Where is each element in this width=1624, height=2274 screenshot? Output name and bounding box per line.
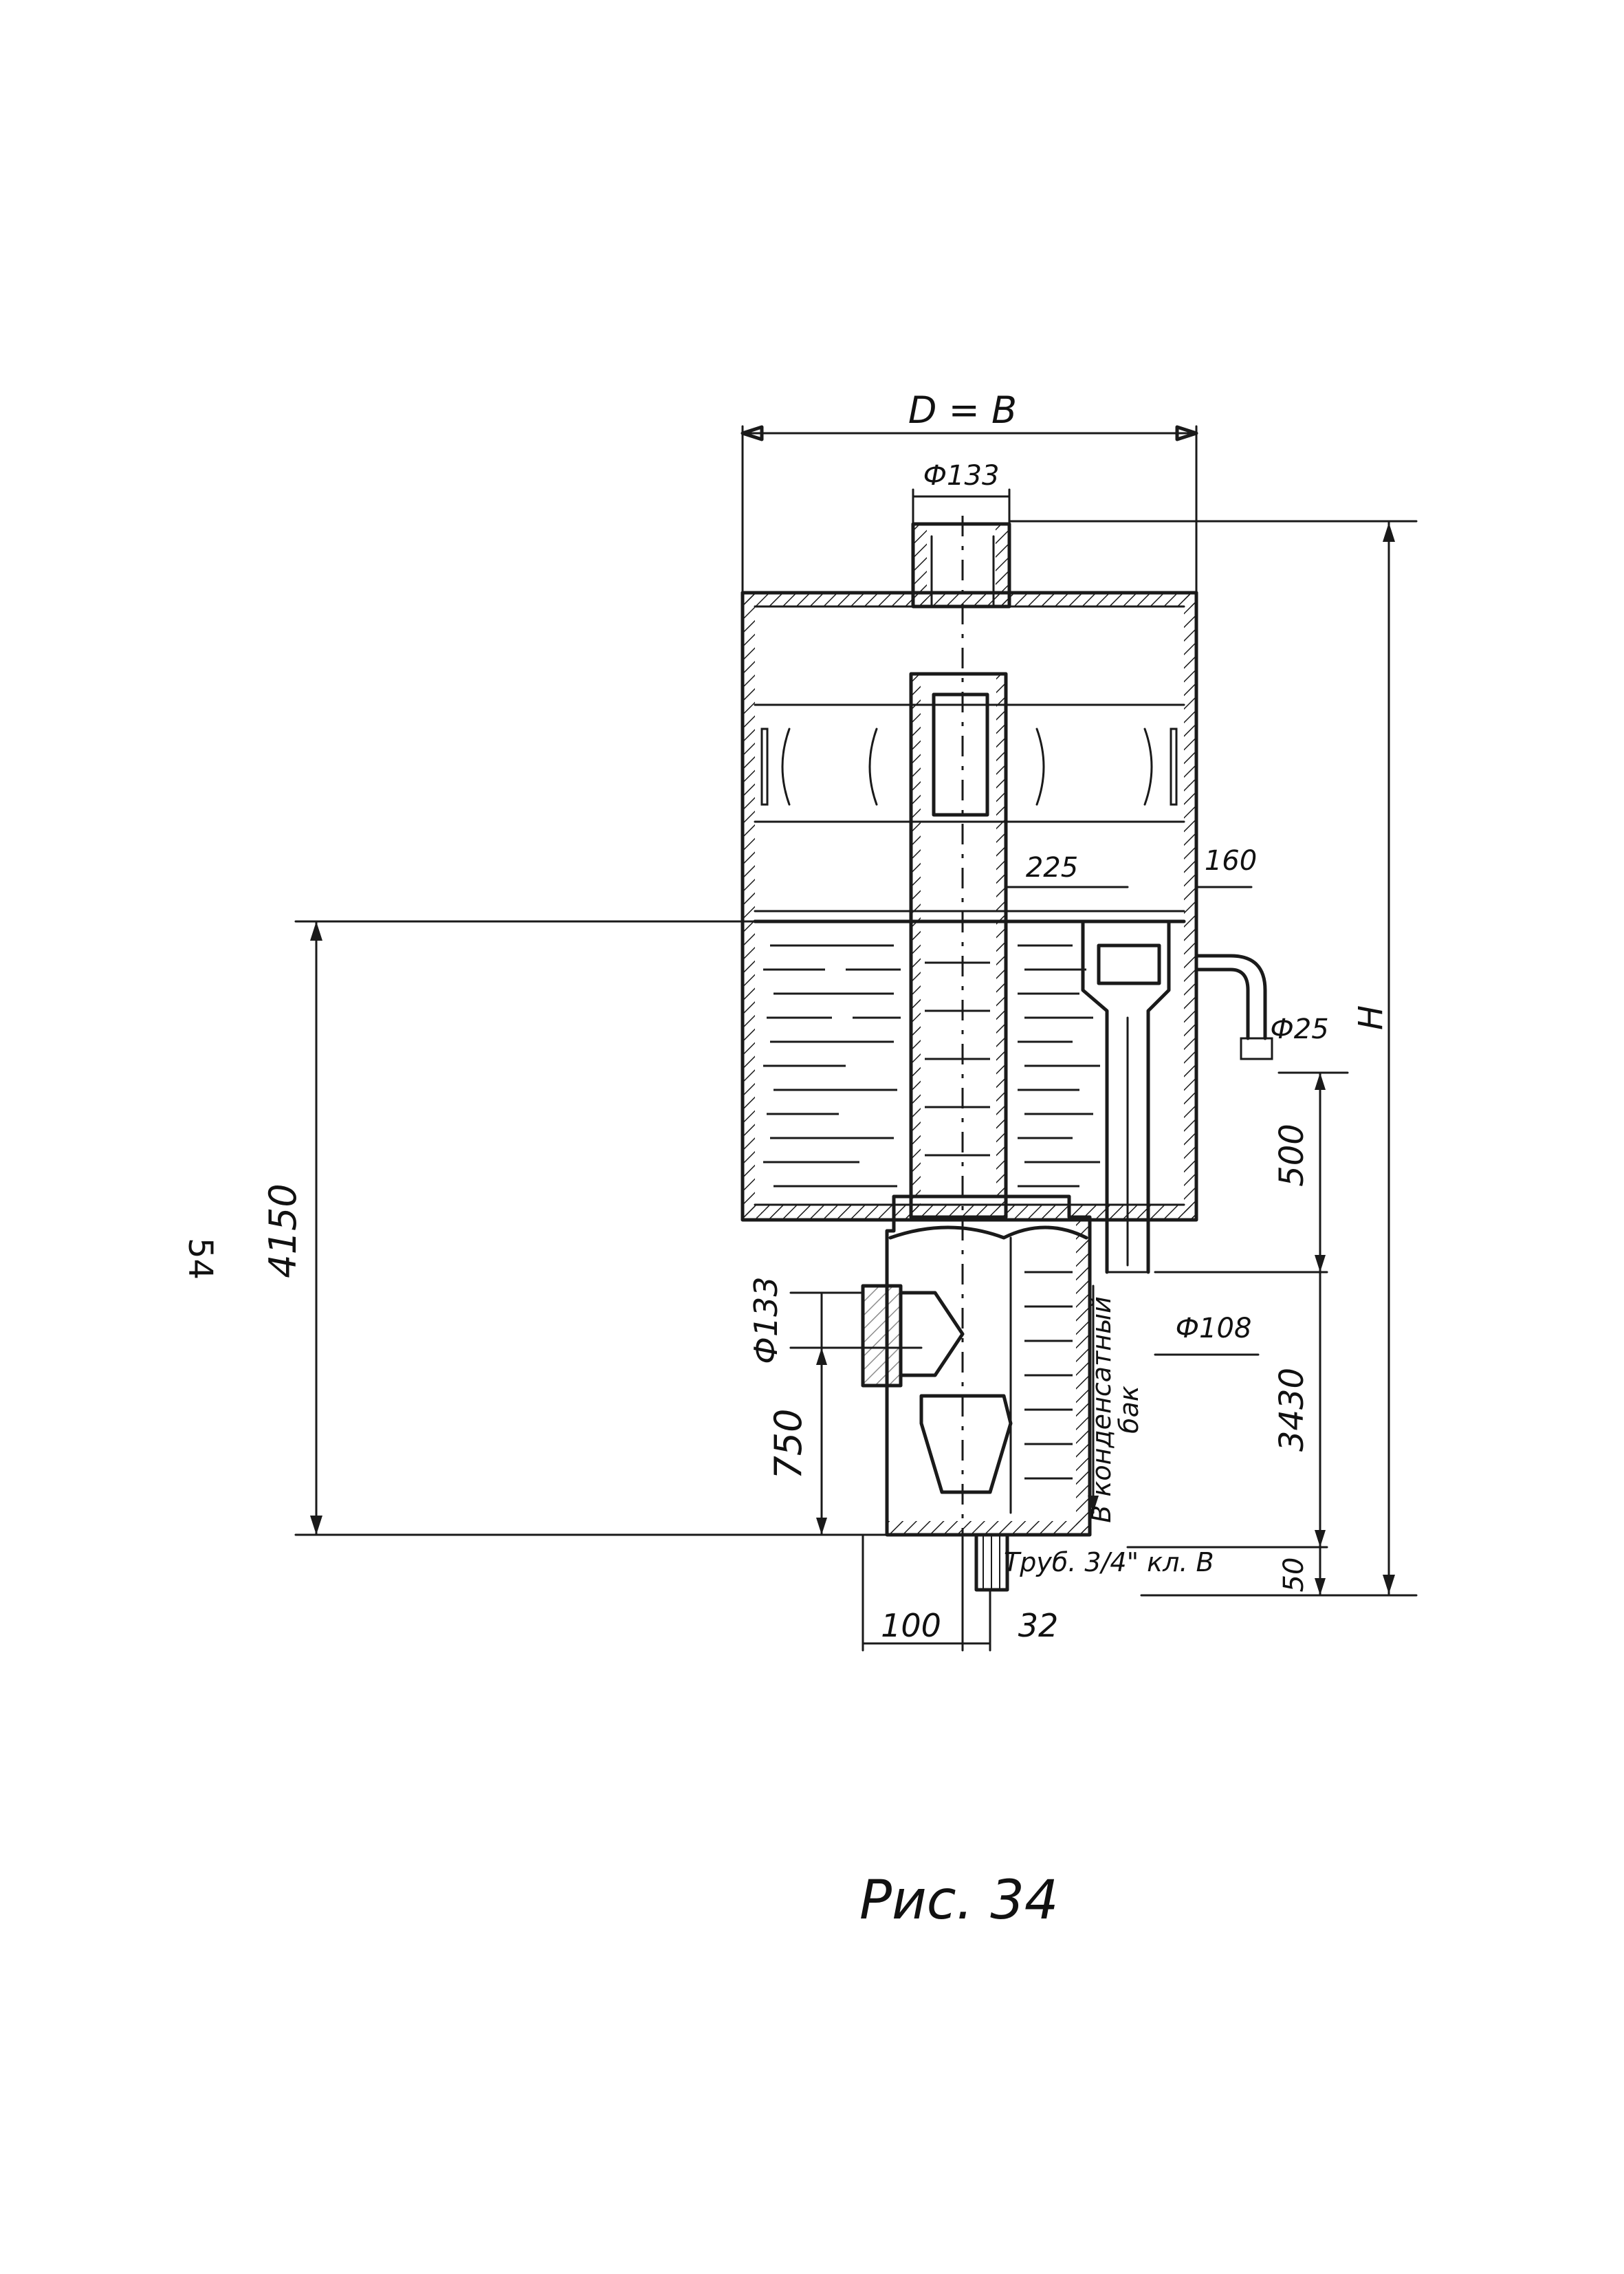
- dim-225: 225: [1026, 852, 1078, 884]
- top-nozzle: [911, 522, 1011, 609]
- figure-caption: Рис. 34: [859, 1870, 1058, 1932]
- note-drain-pipe: Труб. 3/4" кл. В: [1004, 1547, 1214, 1577]
- side-outlet-bend: [1194, 954, 1273, 1060]
- note-condensate-line1: В конденсатный: [1086, 1296, 1117, 1523]
- vessel-body: [740, 591, 1198, 1222]
- dim-160: 160: [1205, 845, 1257, 877]
- baffles: [760, 728, 1178, 806]
- dim-d-eq-b: D = B: [908, 389, 1017, 432]
- dim-750: 750: [767, 1408, 810, 1479]
- dim-100: 100: [881, 1607, 941, 1644]
- page-number: 54: [181, 1238, 219, 1280]
- dim-phi133-side: Ф133: [747, 1276, 784, 1364]
- dim-phi108: Ф108: [1176, 1313, 1252, 1344]
- dim-3430: 3430: [1273, 1368, 1311, 1452]
- dim-h: H: [1352, 1005, 1390, 1030]
- dim-4150: 4150: [261, 1183, 305, 1278]
- central-pipe: [909, 516, 1008, 1582]
- dimension-lines: [294, 425, 1418, 1652]
- overflow-pipe: [1081, 919, 1171, 1274]
- lower-chamber: [861, 1194, 1092, 1592]
- note-condensate-line2: бак: [1114, 1386, 1144, 1434]
- dim-500: 500: [1273, 1124, 1311, 1187]
- dim-phi25: Ф25: [1270, 1014, 1328, 1045]
- dim-50: 50: [1278, 1557, 1310, 1593]
- dim-32: 32: [1018, 1607, 1059, 1644]
- water-fill: [753, 919, 1186, 1188]
- dim-phi133-top: Ф133: [923, 460, 1000, 492]
